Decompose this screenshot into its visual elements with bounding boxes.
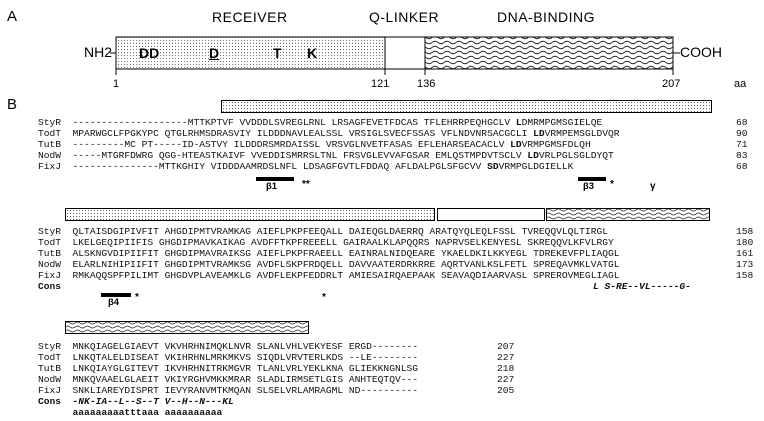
block2-consensus-name: Cons <box>38 281 62 292</box>
q-linker-domain-label: Q-LINKER <box>369 9 440 25</box>
block2-row-styr: StyR QLTAISDGIPIVFIT AHGDIPMTVRAMKAG AIE… <box>38 226 608 237</box>
cooh-terminus-label: COOH <box>680 44 722 60</box>
block2-row-nodw: NodW ELARLNIHIPIIFIT GHGDIPMTVRAMKSG AVD… <box>38 259 620 270</box>
domain-architecture-diagram <box>110 36 680 75</box>
block3-helix-row: aaaaaaaaatttaaa aaaaaaaaaa <box>72 407 223 418</box>
nh2-terminus-label: NH2 <box>84 44 113 60</box>
axis-121: 121 <box>371 78 390 90</box>
block3-dna-binding-bar <box>65 321 309 334</box>
dna-binding-domain-box <box>424 36 674 70</box>
beta3-star: * <box>610 179 614 190</box>
block2-dna-binding-bar <box>546 208 710 221</box>
block2-linker-bar <box>437 208 545 221</box>
beta1-stars: ** <box>302 179 310 190</box>
block2-star: * <box>322 292 326 303</box>
residue-k: K <box>307 45 318 61</box>
axis-207: 207 <box>662 78 681 90</box>
gamma-mark: γ <box>650 181 656 192</box>
block2-row-todt: TodT LKELGEQIPIIFIS GHGDIPMAVKAIKAG AVDF… <box>38 237 614 248</box>
block3-row-tutb: TutB LNKQIAYGLGITEVT IKVHRHNITRKMGVR TLA… <box>38 363 418 374</box>
panel-a-label: A <box>7 8 18 25</box>
alignment-block-2: StyR QLTAISDGIPIVFIT AHGDIPMTVRAMKAG AIE… <box>38 226 619 292</box>
block1-row-todt: TodT MPARWGCLFPGKYPC QTGLRHMSDRASVIY ILD… <box>38 128 620 139</box>
panel-b-label: B <box>7 96 18 113</box>
block3-row-fixj: FixJ SNKLIAREYDISPRT IEVYRANVMTKMQAN SLS… <box>38 385 418 396</box>
block1-row-tutb: TutB ---------MC PT-----ID-ASTVY ILDDDRS… <box>38 139 591 150</box>
block1-row-nodw: NodW -----MTGRFDWRG QGG-HTEASTKAIVF VVED… <box>38 150 614 161</box>
axis-unit: aa <box>734 78 747 90</box>
block2-row-fixj: FixJ RMKAQQSPFPILIMT GHGDVPLAVEAMKLG AVD… <box>38 270 620 281</box>
block3-row-styr: StyR MNKQIAGELGIAEVT VKVHRHNIMQKLNVR SLA… <box>38 341 418 352</box>
q-linker-box <box>384 36 426 70</box>
block1-row-styr: StyR --------------------MTTKPTVF VVDDDL… <box>38 117 603 128</box>
beta3-bar <box>578 177 606 181</box>
alignment-block-3: StyR MNKQIAGELGIAEVT VKVHRHNIMQKLNVR SLA… <box>38 341 418 418</box>
beta4-star: * <box>135 292 139 303</box>
axis-start: 1 <box>113 78 120 90</box>
beta4-label: β4 <box>108 297 120 308</box>
receiver-domain-label: RECEIVER <box>212 9 288 25</box>
axis-136: 136 <box>417 78 436 90</box>
block2-row-tutb: TutB ALSKNGVDIPIIFIT GHGDIPMAVRAIKSG AIE… <box>38 248 620 259</box>
residue-dd: DD <box>139 45 160 61</box>
block2-consensus-seq: L S-RE--VL-----G- <box>593 281 691 292</box>
block2-receiver-bar <box>65 208 435 221</box>
residue-d: D <box>209 45 220 61</box>
block3-consensus-row: Cons -NK-IA--L--S--T V--H--N---KL <box>38 396 234 407</box>
dna-binding-domain-label: DNA-BINDING <box>497 9 596 25</box>
block1-row-fixj: FixJ ---------------MTTKGHIY VIDDDAAMRDS… <box>38 161 574 172</box>
beta1-label: β1 <box>266 181 278 192</box>
beta3-label: β3 <box>583 181 595 192</box>
alignment-block-1: StyR --------------------MTTKPTVF VVDDDL… <box>38 117 619 172</box>
block3-row-todt: TodT LNKQTALELDISEAT VKIHRHNLMRKMKVS SIQ… <box>38 352 418 363</box>
block1-receiver-bar <box>221 100 712 113</box>
beta4-bar <box>101 293 131 297</box>
block3-row-nodw: NodW MNKQVAAELGLAEIT VKIYRGHVMKKMRAR SLA… <box>38 374 418 385</box>
beta1-bar <box>256 177 294 181</box>
residue-t: T <box>273 45 282 61</box>
